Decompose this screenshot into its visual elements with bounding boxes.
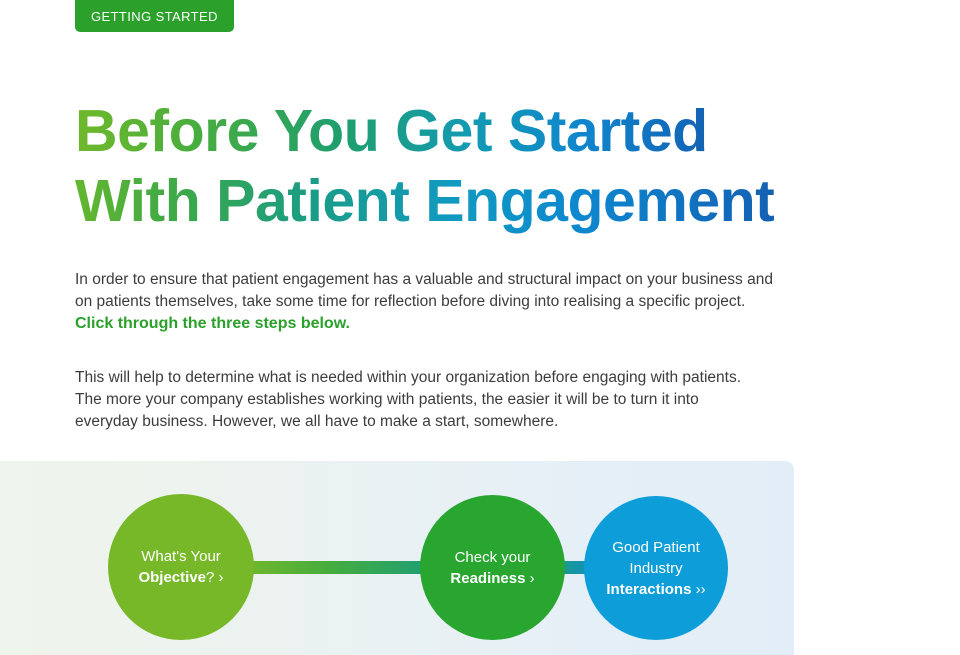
step-circle-objective-label: What's Your Objective? ›: [128, 546, 233, 588]
chevron-right-icon: ›: [214, 569, 224, 586]
step3-lead: Good Patient: [612, 538, 700, 556]
intro-paragraph-1-line-1: In order to ensure that patient engageme…: [75, 271, 773, 288]
step3-strong: Interactions: [606, 580, 692, 598]
intro-paragraph-1-line-2: on patients themselves, take some time f…: [75, 293, 746, 310]
intro-paragraph-2-line-3: everyday business. However, we all have …: [75, 413, 559, 430]
getting-started-badge-label: GETTING STARTED: [91, 8, 218, 24]
page-title: Before You Get Started With Patient Enga…: [75, 96, 835, 236]
page-title-line-1: Before You Get Started: [75, 98, 708, 164]
intro-paragraph-2-line-1: This will help to determine what is need…: [75, 369, 742, 386]
step-circle-interactions[interactable]: Good Patient Industry Interactions ››: [584, 496, 728, 640]
intro-paragraph-1: In order to ensure that patient engageme…: [75, 269, 791, 335]
chevron-double-right-icon: ››: [691, 580, 706, 598]
step3-lead-2: Industry: [629, 559, 683, 577]
step-circle-readiness-label: Check your Readiness ›: [440, 547, 544, 589]
getting-started-badge: GETTING STARTED: [75, 0, 234, 32]
step-circle-readiness[interactable]: Check your Readiness ›: [420, 495, 565, 640]
intro-paragraph-2-line-2: The more your company establishes workin…: [75, 391, 699, 408]
intro-paragraph-2: This will help to determine what is need…: [75, 367, 791, 433]
page-title-line-2: With Patient Engagement: [75, 168, 775, 234]
step1-strong: Objective: [138, 569, 206, 586]
step-circle-objective[interactable]: What's Your Objective? ›: [108, 494, 254, 640]
step2-lead: Check your: [454, 548, 531, 566]
step-circle-interactions-label: Good Patient Industry Interactions ››: [596, 537, 715, 600]
step1-suffix: ?: [206, 569, 215, 586]
click-through-cta[interactable]: Click through the three steps below.: [75, 315, 350, 332]
step1-lead: What's Your: [141, 548, 221, 565]
step2-strong: Readiness: [450, 569, 526, 587]
chevron-right-icon: ›: [525, 569, 535, 587]
